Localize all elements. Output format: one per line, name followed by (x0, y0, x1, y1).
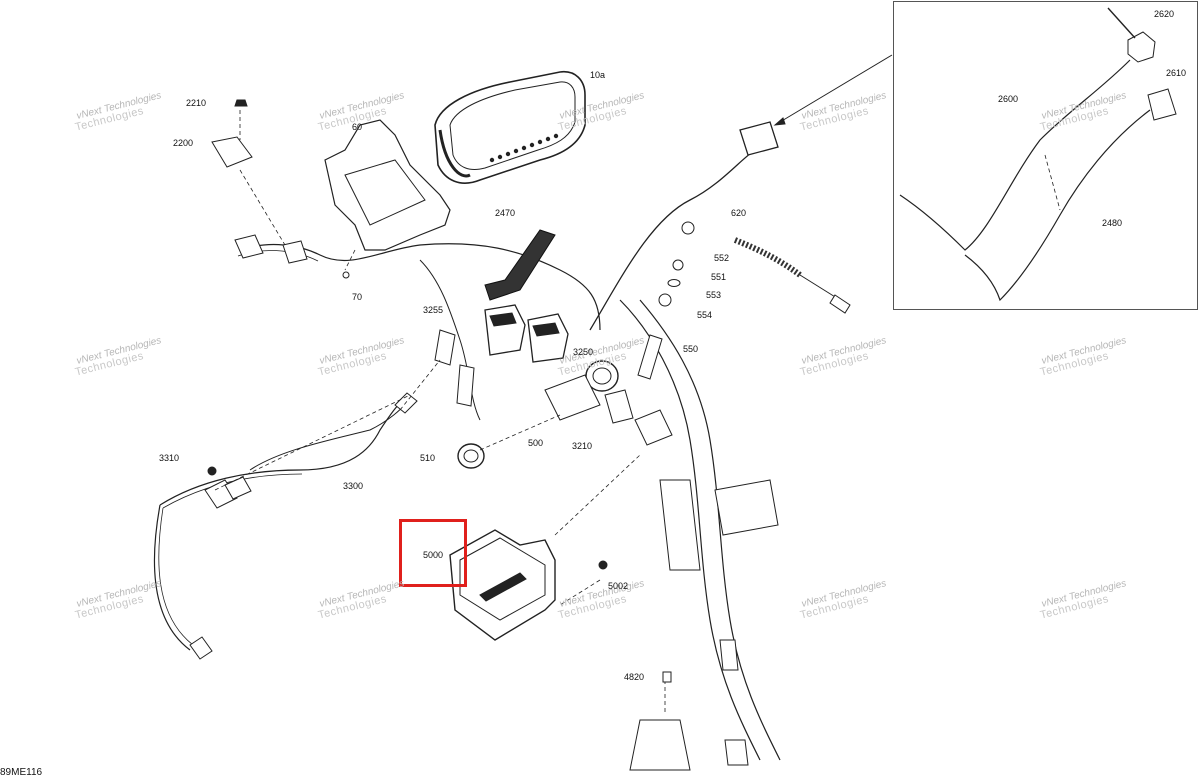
callout-553[interactable]: 553 (706, 290, 722, 300)
callout-3310[interactable]: 3310 (159, 453, 180, 463)
callout-2610[interactable]: 2610 (1166, 68, 1187, 78)
strap (484, 229, 556, 301)
callout-10a[interactable]: 10a (590, 70, 606, 80)
mount-bracket (324, 119, 451, 251)
callout-3255[interactable]: 3255 (423, 305, 444, 315)
callout-3250[interactable]: 3250 (573, 347, 594, 357)
callout-550[interactable]: 550 (683, 344, 699, 354)
callout-2620[interactable]: 2620 (1154, 9, 1175, 19)
cable-620 (589, 149, 756, 331)
callout-5002[interactable]: 5002 (608, 581, 629, 591)
cable-2600 (899, 59, 1131, 251)
wire-harness-left (153, 394, 411, 651)
callout-554[interactable]: 554 (697, 310, 713, 320)
callout-3300[interactable]: 3300 (343, 481, 364, 491)
inset-arrow (774, 54, 893, 126)
callout-2600[interactable]: 2600 (998, 94, 1019, 104)
callout-70[interactable]: 70 (352, 292, 363, 302)
callout-2480[interactable]: 2480 (1102, 218, 1123, 228)
callout-60[interactable]: 60 (352, 122, 363, 132)
callout-510[interactable]: 510 (420, 453, 436, 463)
callout-4820[interactable]: 4820 (624, 672, 645, 682)
callout-620[interactable]: 620 (731, 208, 747, 218)
frame-tube (619, 299, 761, 761)
callout-500[interactable]: 500 (528, 438, 544, 448)
callout-3210[interactable]: 3210 (572, 441, 593, 451)
highlight-box-5000 (399, 519, 467, 587)
gauge-cluster (434, 70, 586, 184)
switch-left (484, 304, 526, 356)
spring (733, 237, 802, 278)
callout-552[interactable]: 552 (714, 253, 730, 263)
callout-2210[interactable]: 2210 (186, 98, 207, 108)
callout-2470[interactable]: 2470 (495, 208, 516, 218)
callout-551[interactable]: 551 (711, 272, 727, 282)
nut-510 (457, 443, 485, 469)
callout-5000[interactable]: 5000 (423, 550, 444, 560)
drawing-code: 89ME116 (0, 767, 43, 778)
detail-inset (893, 1, 1198, 310)
callout-2200[interactable]: 2200 (173, 138, 194, 148)
